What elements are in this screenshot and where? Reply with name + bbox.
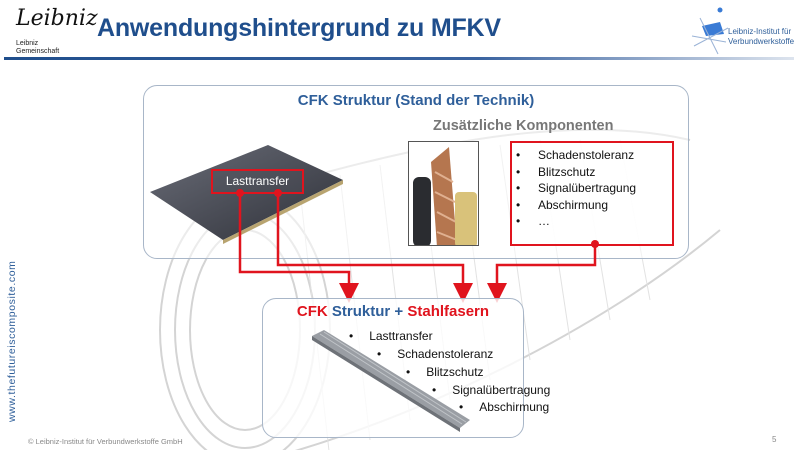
feature-item: Schadenstoleranz: [377, 347, 493, 361]
components-heading: Zusätzliche Komponenten: [433, 118, 614, 134]
leibniz-gemeinschaft-logo: Leibniz Leibniz Gemeinschaft: [10, 4, 98, 58]
steel-profile-image: [312, 330, 470, 432]
ivw-logo-text-2: Verbundwerkstoffe: [728, 37, 795, 46]
header-divider: [4, 57, 794, 60]
logo-text-2: Gemeinschaft: [16, 48, 60, 55]
logo-signature: Leibniz: [16, 6, 98, 31]
component-item: Signalübertragung: [512, 180, 672, 197]
copyright-footer: © Leibniz-Institut für Verbundwerkstoffe…: [28, 437, 183, 446]
component-item: …: [512, 213, 672, 230]
feature-item: Lasttransfer: [349, 329, 432, 343]
bottom-panel-title: CFK Struktur + Stahlfasern: [262, 303, 524, 320]
page-number: 5: [772, 435, 777, 444]
additional-components-list: Schadenstoleranz Blitzschutz Signalübert…: [510, 141, 674, 246]
component-item: Blitzschutz: [512, 164, 672, 181]
logo-text-1: Leibniz: [16, 40, 39, 47]
title-stahlfasern: Stahlfasern: [407, 303, 490, 320]
ivw-logo-text-1: Leibniz-Institut für: [728, 27, 792, 36]
ivw-logo-mark: [691, 7, 729, 55]
load-transfer-label: Lasttransfer: [211, 169, 304, 194]
title-struktur: Struktur +: [331, 303, 404, 320]
component-item: Schadenstoleranz: [512, 147, 672, 164]
ivw-logo: Leibniz-Institut für Verbundwerkstoffe: [690, 6, 795, 56]
component-item: Abschirmung: [512, 197, 672, 214]
slide-title: Anwendungshintergrund zu MFKV: [97, 14, 501, 42]
website-link[interactable]: www.thefutureiscomposite.com: [6, 260, 18, 422]
feature-item: Blitzschutz: [406, 365, 483, 379]
feature-item: Abschirmung: [459, 400, 549, 414]
cable-components-image: [408, 141, 479, 246]
top-panel-title: CFK Struktur (Stand der Technik): [297, 92, 535, 109]
feature-item: Signalübertragung: [432, 383, 550, 397]
title-cfk: CFK: [296, 303, 328, 320]
